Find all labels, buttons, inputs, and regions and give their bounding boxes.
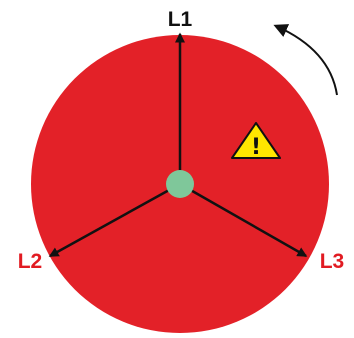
- phase-vector-l3: [179, 182, 308, 258]
- phase-label-l2: L2: [18, 250, 43, 273]
- counterclockwise-rotation-arrow-icon: [273, 24, 338, 96]
- center-hub: [166, 170, 194, 198]
- warning-exclamation-mark: !: [251, 135, 261, 160]
- phase-label-l3: L3: [320, 250, 345, 273]
- phase-label-l1: L1: [168, 8, 193, 31]
- phase-vector-l2: [48, 182, 181, 258]
- warning-triangle-icon: !: [231, 122, 281, 160]
